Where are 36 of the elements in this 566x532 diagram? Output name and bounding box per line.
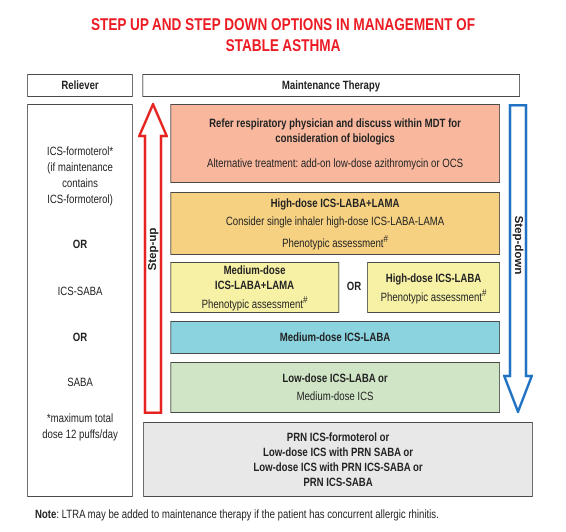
header-text: Maintenance Therapy	[282, 78, 380, 93]
treatment-text: Medium-dose ICS-LABA+LAMA	[214, 263, 294, 293]
footnote-text: *maximum total dose 12 puffs/day	[42, 410, 118, 442]
reliever-panel	[27, 104, 133, 497]
step-card	[367, 262, 500, 313]
treatment-text: Medium-dose ICS	[296, 389, 374, 404]
arrow-label: Step-up	[147, 228, 159, 270]
column-header	[142, 74, 520, 97]
reliever-option: ICS-SABA	[58, 283, 102, 299]
header-text: Reliever	[61, 78, 99, 93]
step-card	[143, 422, 533, 497]
note-text: Note: LTRA may be added to maintenance therapy if the patient has concurrent allergic rhinitis.	[35, 507, 439, 522]
or-text: OR	[72, 329, 88, 345]
treatment-text: Consider single inhaler high-dose ICS-LABA-LAMA	[226, 214, 444, 229]
reliever-option: SABA	[67, 374, 93, 390]
or-text: OR	[346, 279, 362, 294]
treatment-text: High-dose ICS-LABA	[386, 270, 482, 286]
column-header	[27, 74, 133, 97]
treatment-text: High-dose ICS-LABA+LAMA	[270, 196, 400, 211]
or-text: OR	[72, 236, 88, 252]
reliever-option: ICS-formoterol* (if maintenance contains ICS-formoterol)	[46, 143, 114, 207]
treatment-text: PRN ICS-formoterol or Low-dose ICS with PRN SABA or Low-dose ICS with PRN ICS-SABA or PRN ICS-SABA	[253, 430, 423, 490]
arrow-label: Step-down	[512, 216, 524, 274]
assessment-text: Phenotypic assessment$^{#}$	[202, 294, 308, 312]
treatment-text: Refer respiratory physician and discuss within MDT for consideration of biologics	[209, 116, 461, 146]
step-card	[170, 104, 500, 183]
assessment-text: Phenotypic assessment$^{#}$	[282, 233, 388, 251]
step-card	[170, 262, 339, 313]
step-card	[170, 192, 500, 255]
step-card	[170, 321, 500, 354]
treatment-text: Low-dose ICS-LABA or	[282, 371, 388, 386]
treatment-text: Alternative treatment: add-on low-dose azithromycin or OCS	[206, 156, 464, 171]
treatment-text: Medium-dose ICS-LABA	[280, 330, 390, 345]
title: STEP UP AND STEP DOWN OPTIONS IN MANAGEMENT OF STABLE ASTHMA	[90, 14, 476, 56]
step-card	[170, 362, 500, 413]
assessment-text: Phenotypic assessment$^{#}$	[380, 286, 486, 304]
